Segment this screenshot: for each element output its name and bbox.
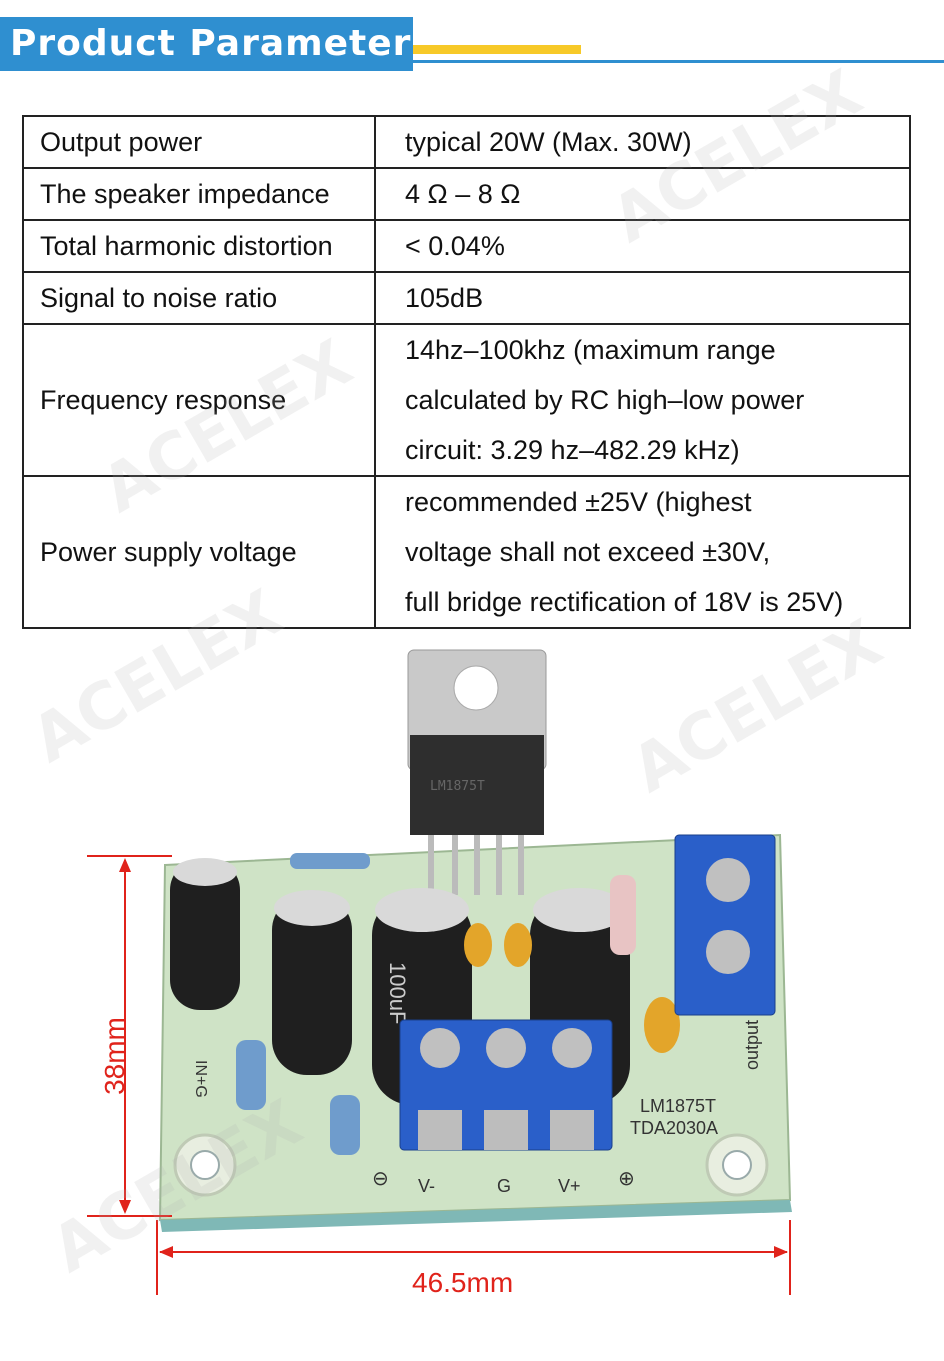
svg-text:⊖: ⊖ bbox=[372, 1166, 389, 1190]
svg-text:G: G bbox=[497, 1176, 511, 1196]
width-dimension-label: 46.5mm bbox=[412, 1267, 514, 1298]
capacitor-mid-left bbox=[272, 895, 352, 1075]
chip-body bbox=[410, 735, 544, 835]
resistor bbox=[236, 1040, 266, 1110]
height-dimension-label: 38mm bbox=[99, 1017, 130, 1095]
param-key: Frequency response bbox=[22, 323, 376, 477]
capacitor-small-left bbox=[170, 860, 240, 1010]
param-key: Output power bbox=[22, 115, 376, 169]
parameter-table: Output power typical 20W (Max. 30W) The … bbox=[22, 115, 911, 629]
table-row: Frequency response 14hz–100khz (maximum … bbox=[22, 323, 911, 477]
dimension-height bbox=[87, 855, 172, 1217]
param-value: 14hz–100khz (maximum range calculated by… bbox=[374, 323, 911, 477]
param-value: recommended ±25V (highest voltage shall … bbox=[374, 475, 911, 629]
param-value: 105dB bbox=[374, 271, 911, 325]
param-key: Total harmonic distortion bbox=[22, 219, 376, 273]
header-accent-bar bbox=[413, 45, 581, 54]
param-key: Power supply voltage bbox=[22, 475, 376, 629]
dimension-width bbox=[156, 1220, 791, 1295]
param-key: Signal to noise ratio bbox=[22, 271, 376, 325]
table-row: Power supply voltage recommended ±25V (h… bbox=[22, 475, 911, 629]
param-value: < 0.04% bbox=[374, 219, 911, 273]
svg-text:⊕: ⊕ bbox=[618, 1166, 635, 1190]
svg-text:100uF: 100uF bbox=[385, 962, 410, 1024]
ceramic-capacitor bbox=[644, 997, 680, 1053]
svg-text:V+: V+ bbox=[558, 1176, 581, 1196]
table-row: Output power typical 20W (Max. 30W) bbox=[22, 115, 911, 169]
table-row: Total harmonic distortion < 0.04% bbox=[22, 219, 911, 273]
ceramic-capacitor bbox=[464, 923, 492, 967]
header-banner bbox=[0, 17, 413, 71]
amplifier-board-image: LM1875T 100uF output LM1875T TDA2030A V-… bbox=[87, 649, 792, 1295]
svg-text:LM1875T: LM1875T bbox=[430, 779, 485, 794]
header-rule bbox=[413, 60, 944, 63]
pcb-edge bbox=[160, 1200, 792, 1232]
svg-text:LM1875T: LM1875T bbox=[640, 1096, 716, 1116]
diode bbox=[610, 875, 636, 955]
svg-text:TDA2030A: TDA2030A bbox=[630, 1118, 718, 1138]
svg-text:V-: V- bbox=[418, 1176, 435, 1196]
svg-text:IN+G: IN+G bbox=[192, 1060, 209, 1098]
table-row: Signal to noise ratio 105dB bbox=[22, 271, 911, 325]
table-row: The speaker impedance 4 Ω – 8 Ω bbox=[22, 167, 911, 221]
page-title: Product Parameter bbox=[10, 23, 412, 64]
resistor bbox=[330, 1095, 360, 1155]
param-value: 4 Ω – 8 Ω bbox=[374, 167, 911, 221]
resistor bbox=[290, 853, 370, 869]
param-value: typical 20W (Max. 30W) bbox=[374, 115, 911, 169]
ceramic-capacitor bbox=[504, 923, 532, 967]
param-key: The speaker impedance bbox=[22, 167, 376, 221]
svg-text:output: output bbox=[742, 1020, 762, 1070]
